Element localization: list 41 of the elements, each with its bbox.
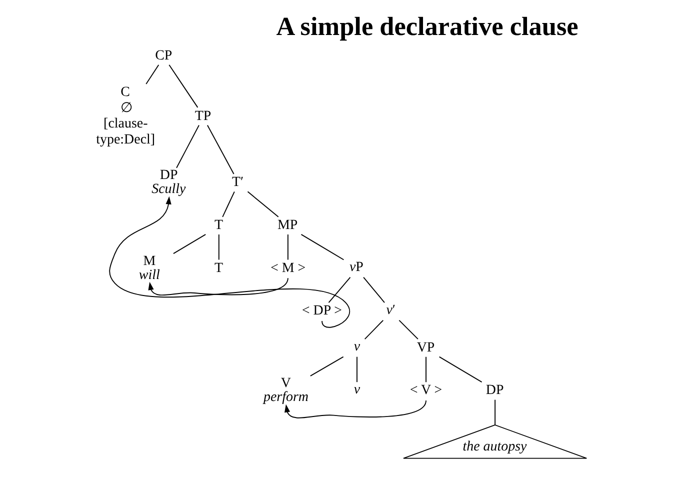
node-text: TP (194, 108, 212, 124)
arrow (284, 400, 426, 418)
connector (328, 276, 351, 304)
connector (356, 356, 358, 383)
connector (146, 64, 160, 84)
node-text: M will (138, 254, 160, 283)
node-text: v (354, 382, 360, 398)
connector (173, 234, 206, 254)
node-text: CP (155, 48, 172, 64)
node-text: < DP > (302, 304, 342, 319)
arrow (109, 196, 350, 328)
node-text: DP (486, 383, 504, 398)
connector (176, 124, 200, 168)
node-text: C ∅ [clause-type:Decl] (96, 85, 156, 148)
connector (247, 191, 279, 218)
connector (222, 191, 235, 218)
connector (363, 276, 385, 304)
node-text: VP (416, 340, 435, 356)
node-text: T (214, 218, 224, 234)
node-text: < M > (270, 260, 306, 276)
connector (398, 320, 418, 340)
node-text: DP Scully (152, 168, 186, 198)
node-text: vP (350, 260, 364, 275)
node-text: V perform (263, 376, 308, 406)
node-text: < V > (410, 383, 442, 398)
connector (206, 124, 234, 174)
arrow (148, 278, 288, 296)
node-text: v′ (386, 302, 396, 318)
node-text: v (354, 339, 360, 354)
connector (364, 320, 384, 340)
connector (310, 356, 344, 376)
connector (218, 234, 220, 260)
connector (494, 399, 496, 426)
node-text: T′ (232, 175, 244, 190)
connector (438, 356, 482, 383)
connector (168, 64, 198, 108)
node-text: MP (277, 218, 298, 234)
diagram-title: A simple declarative clause (276, 12, 578, 42)
node-text: T (214, 260, 224, 276)
connector (300, 234, 344, 260)
connector (287, 234, 288, 260)
